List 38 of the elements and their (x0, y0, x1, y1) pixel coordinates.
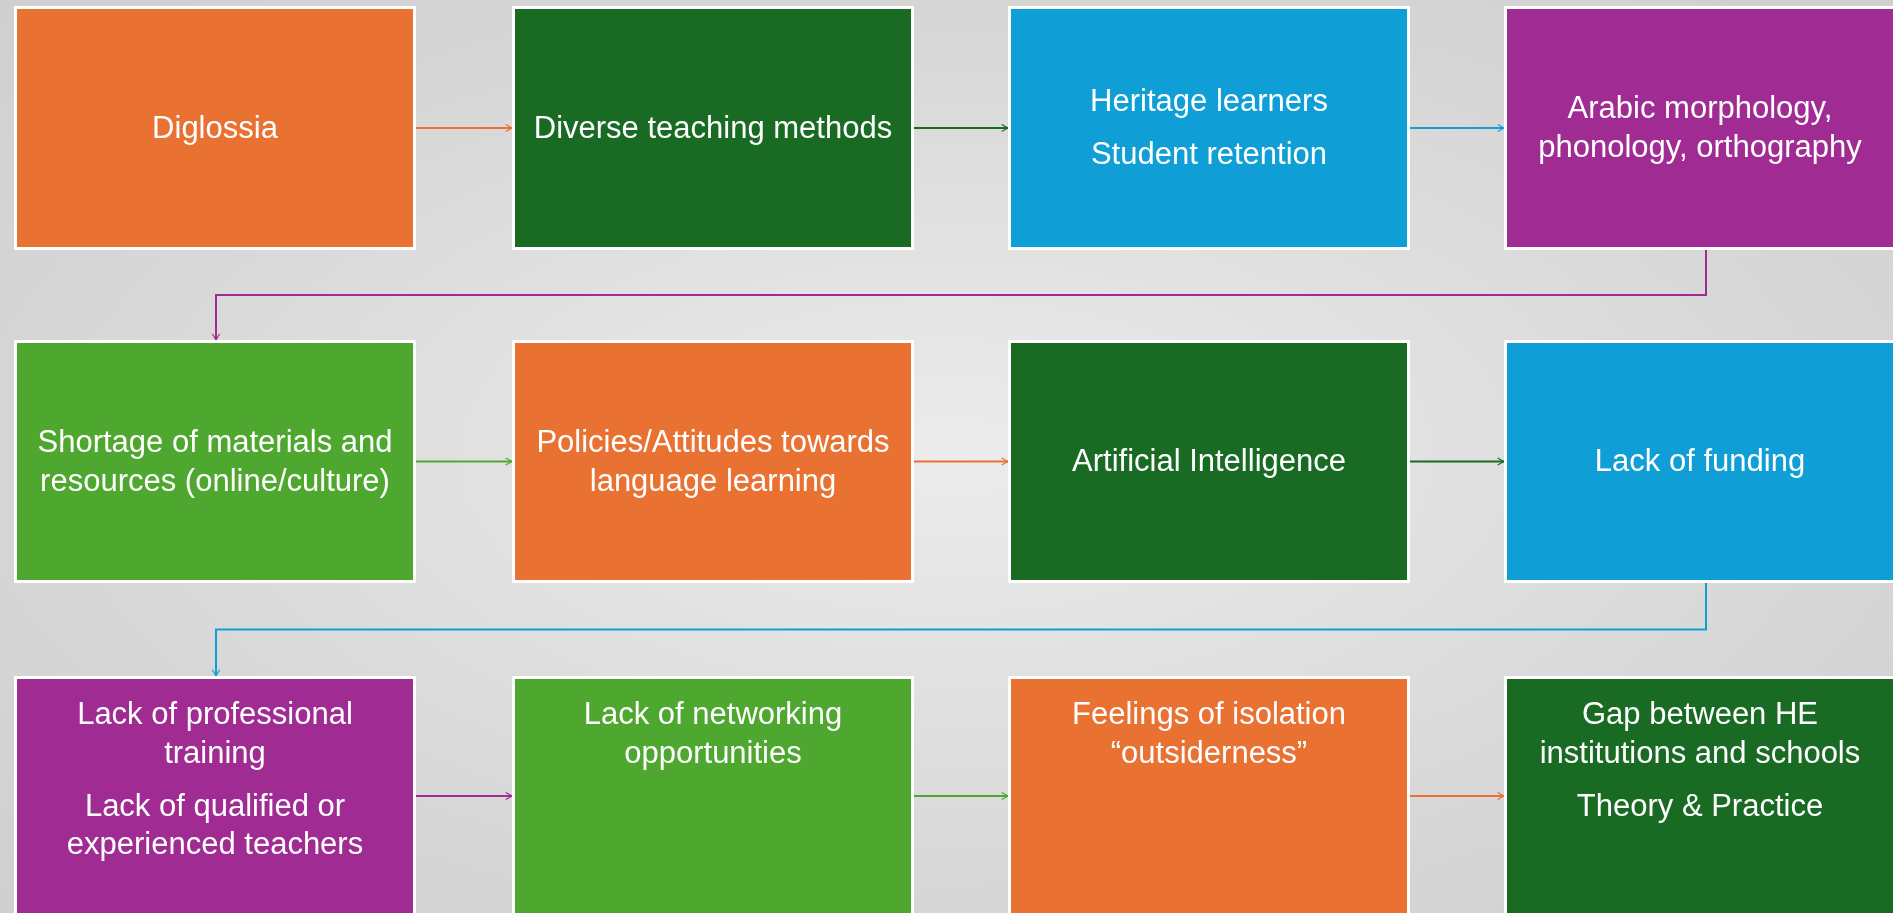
arrow (1409, 123, 1505, 133)
box-text: Lack of professional training (76, 695, 354, 772)
process-box (512, 676, 914, 913)
arrow (1409, 457, 1505, 466)
process-box (14, 6, 416, 250)
box-text: Artificial Intelligence (1072, 442, 1346, 481)
box-text: Lack of funding (1594, 442, 1806, 481)
arrow (211, 249, 1707, 341)
box-text: Diverse teaching methods (533, 108, 893, 147)
box-text: Shortage of materials and resources (online/culture) (36, 422, 394, 500)
process-box (1504, 6, 1893, 250)
arrow (415, 457, 513, 466)
box-text: Theory & Practice (1576, 786, 1824, 825)
process-box (512, 340, 914, 583)
arrow (1409, 791, 1505, 801)
arrow (415, 791, 513, 801)
box-text: Feelings of isolation “outsiderness” (1071, 695, 1347, 772)
arrow (211, 582, 1707, 677)
arrow (913, 457, 1009, 466)
box-text: Gap between HE institutions and schools (1538, 695, 1862, 772)
box-text: Lack of networking opportunities (582, 695, 844, 772)
box-text: Heritage learners (1090, 82, 1328, 121)
process-box (1504, 676, 1893, 913)
box-text: Student retention (1090, 135, 1328, 173)
process-box (1008, 340, 1410, 583)
box-text: Arabic morphology, phonology, orthography (1537, 89, 1863, 166)
arrow (913, 123, 1009, 133)
arrow (415, 123, 513, 133)
box-text: Lack of qualified or experienced teachers (65, 786, 365, 864)
box-text: Policies/Attitudes towards language learning (535, 422, 891, 500)
box-text: Diglossia (152, 108, 278, 147)
process-box (1504, 340, 1893, 583)
process-box (512, 6, 914, 250)
process-box (1008, 6, 1410, 250)
process-box (1008, 676, 1410, 913)
process-box (14, 340, 416, 583)
process-box (14, 676, 416, 913)
arrow (913, 791, 1009, 801)
